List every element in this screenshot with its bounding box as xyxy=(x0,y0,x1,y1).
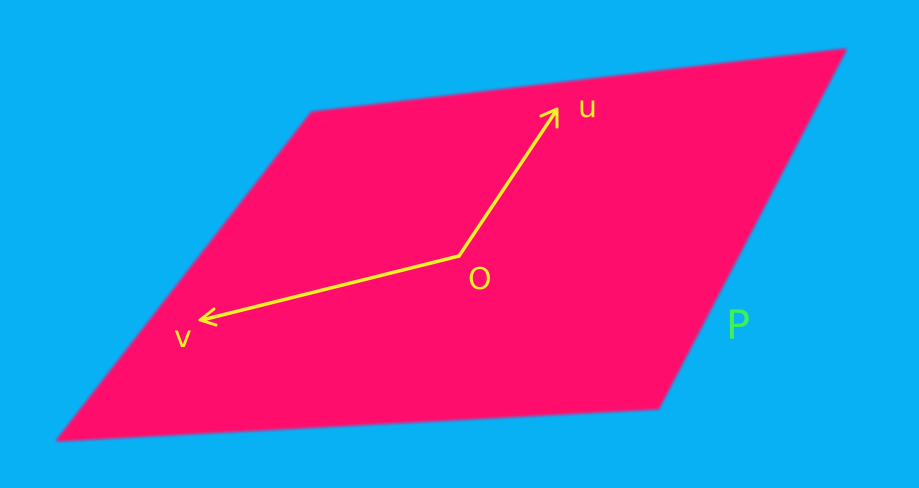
vector-v-label: v xyxy=(174,320,192,355)
plane-label: P xyxy=(726,303,750,349)
vector-v-shaft xyxy=(200,254,461,322)
vector-v-arrowhead xyxy=(198,307,218,327)
vector-v xyxy=(198,254,461,327)
vector-u-arrowhead xyxy=(539,107,559,129)
vector-u-shaft xyxy=(457,109,558,258)
vector-u-label: u xyxy=(578,90,597,125)
origin-label: O xyxy=(468,262,492,297)
plane-p xyxy=(56,48,847,442)
vector-u xyxy=(457,107,559,258)
